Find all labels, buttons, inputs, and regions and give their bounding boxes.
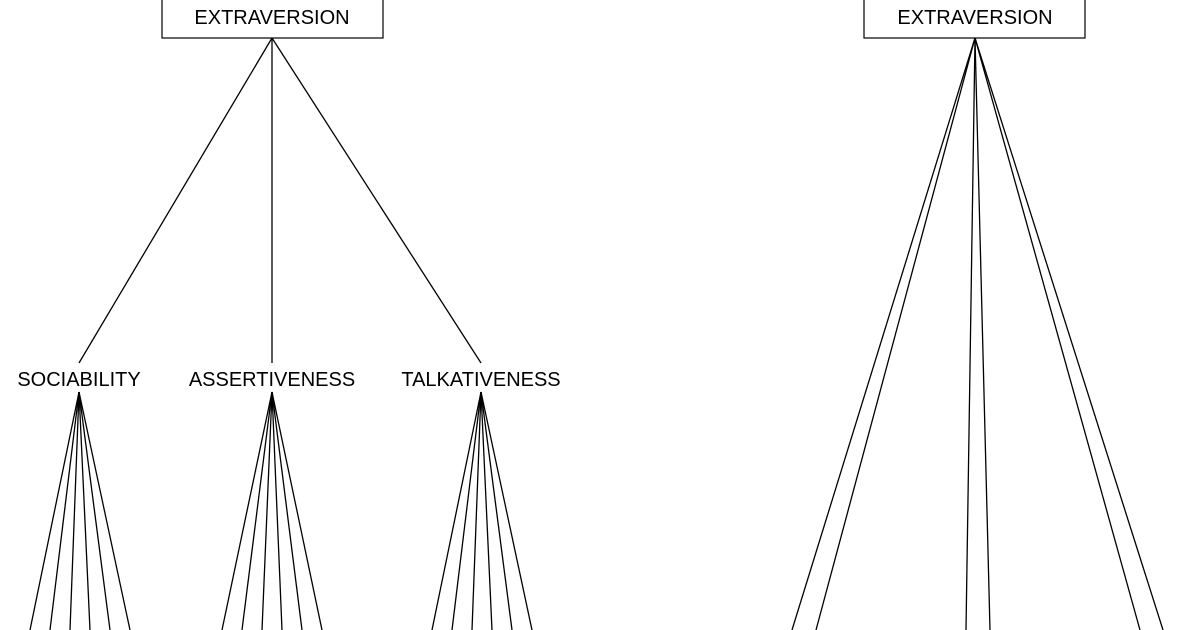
right-hierarchy: EXTRAVERSION bbox=[791, 0, 1164, 630]
edge-root-to-talkativeness bbox=[271, 37, 482, 364]
right-root-label: EXTRAVERSION bbox=[897, 7, 1052, 29]
facet-label-talkativeness: TALKATIVENESS bbox=[401, 369, 560, 391]
edge-assertiveness-item bbox=[241, 391, 273, 630]
edge-assertiveness-item bbox=[271, 391, 303, 630]
edge-sociability-item bbox=[49, 391, 80, 630]
edge-assertiveness-item bbox=[271, 391, 283, 630]
left-root-label: EXTRAVERSION bbox=[194, 7, 349, 29]
facet-label-assertiveness: ASSERTIVENESS bbox=[189, 369, 355, 391]
edge-talkativeness-item bbox=[471, 391, 482, 630]
left-hierarchy: EXTRAVERSION SOCIABILITY ASSERTIVENESS T… bbox=[17, 0, 561, 630]
left-edges-talkativeness-items bbox=[431, 391, 533, 630]
edge-assertiveness-item bbox=[271, 391, 323, 630]
edge-talkativeness-item bbox=[431, 391, 482, 630]
left-edges-assertiveness-items bbox=[221, 391, 323, 630]
edge-talkativeness-item bbox=[480, 391, 513, 630]
edge-right-root-item bbox=[974, 37, 1164, 630]
edge-right-root-item bbox=[974, 37, 1141, 630]
edge-sociability-item bbox=[78, 391, 111, 630]
edge-right-root-item bbox=[815, 37, 976, 630]
left-edges-sociability-items bbox=[29, 391, 131, 630]
edge-assertiveness-item bbox=[221, 391, 273, 630]
edge-right-root-item bbox=[965, 37, 976, 630]
right-root-node: EXTRAVERSION bbox=[863, 0, 1086, 39]
facet-label-sociability: SOCIABILITY bbox=[17, 369, 140, 391]
left-root-box bbox=[161, 0, 384, 39]
edge-sociability-item bbox=[78, 391, 91, 630]
left-edges-root-to-facets bbox=[78, 37, 482, 364]
edge-talkativeness-item bbox=[480, 391, 533, 630]
edge-right-root-item bbox=[974, 37, 991, 630]
right-root-box bbox=[863, 0, 1086, 39]
edge-sociability-item bbox=[29, 391, 80, 630]
edge-assertiveness-item bbox=[261, 391, 273, 630]
edge-sociability-item bbox=[69, 391, 80, 630]
edge-sociability-item bbox=[78, 391, 131, 630]
left-facet-nodes: SOCIABILITY ASSERTIVENESS TALKATIVENESS bbox=[17, 369, 560, 391]
left-root-node: EXTRAVERSION bbox=[161, 0, 384, 39]
edge-talkativeness-item bbox=[480, 391, 493, 630]
edge-talkativeness-item bbox=[451, 391, 482, 630]
right-edges-root-to-items bbox=[791, 37, 1164, 630]
edge-right-root-item bbox=[791, 37, 976, 630]
edge-root-to-sociability bbox=[78, 37, 273, 364]
